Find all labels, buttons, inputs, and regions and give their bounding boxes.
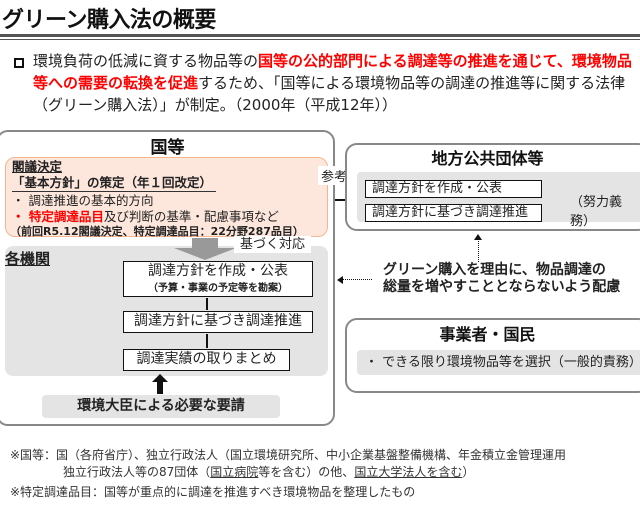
- step-label: 調達方針を作成・公表: [148, 263, 288, 279]
- arrow-head-icon: [474, 234, 482, 240]
- divider: [0, 34, 640, 37]
- effort-duty-label: （努力義務）: [570, 195, 623, 229]
- step-promote: 調達方針に基づき調達推進: [123, 311, 313, 333]
- caution-line: グリーン購入を理由に、物品調達の: [383, 262, 606, 278]
- divider: [0, 39, 640, 40]
- dotted-arrow-left: [342, 279, 372, 280]
- local-step-create: 調達方針を作成・公表: [365, 180, 542, 198]
- basic-policy-label: 「基本方針」の策定（年１回改定）: [12, 174, 217, 192]
- intro-highlight: 国等の公的部門による調達等の推進を通じて、環境物品等への需要の転換を促進: [33, 52, 632, 92]
- footnote-part: 国立病院: [210, 465, 259, 479]
- basic-policy-box: [5, 157, 328, 237]
- kuni-heading: 国等: [150, 138, 185, 158]
- footnote-kuni-cont: 独立行政法人等の87団体（国立病院等を含む）の他、国立大学法人を含む）: [63, 463, 474, 480]
- dotted-arrow-up: [478, 238, 479, 262]
- policy-item-highlight: 特定調達品目: [28, 209, 104, 224]
- local-step-promote: 調達方針に基づき調達推進: [365, 204, 542, 222]
- agencies-heading: 各機関: [5, 250, 51, 268]
- caution-text: グリーン購入を理由に、物品調達の総量を増やすこととならないよう配慮: [383, 262, 620, 296]
- previous-decision-note: （前回R5.12閣議決定、特定調達品目：22分野287品目）: [10, 225, 304, 238]
- step-sublabel: （予算・事業の予定等を勘案）: [148, 283, 288, 294]
- step-create-policy: 調達方針を作成・公表 （予算・事業の予定等を勘案）: [123, 261, 313, 297]
- reference-label: 参考: [318, 166, 351, 185]
- intro-part: するため、「国等による環境物品等の調達の推進等に関する法律（グリーン購入法）」が…: [33, 74, 626, 114]
- page-title: グリーン購入法の概要: [2, 8, 216, 33]
- footnote-part: 独立行政法人等の87団体（: [63, 465, 211, 479]
- down-arrow-icon: [174, 238, 236, 260]
- business-heading: 事業者・国民: [439, 325, 536, 344]
- cabinet-label: 閣議決定: [12, 159, 63, 174]
- footnote-part: ）: [462, 465, 475, 479]
- intro-part: 環境負荷の低減に資する物品等の: [33, 52, 259, 70]
- step-summary: 調達実績の取りまとめ: [123, 349, 290, 371]
- arrow-head-icon: [337, 276, 343, 284]
- arrow-line: [206, 298, 208, 310]
- business-duty: ・ できる限り環境物品等を選択（一般的責務）: [357, 350, 640, 375]
- bullet: ・: [12, 209, 29, 224]
- footnote-kuni: ※国等：国（各府省庁）、独立行政法人（国立環境研究所、中小企業基盤整備機構、年金…: [10, 448, 567, 462]
- policy-item: ・ 調達推進の基本的方向: [12, 193, 154, 208]
- footnote-part: 国立大学法人を含む: [354, 465, 463, 479]
- intro-text: 環境負荷の低減に資する物品等の国等の公的部門による調達等の推進を通じて、環境物品…: [33, 50, 633, 116]
- policy-item: 及び判断の基準・配慮事項など: [103, 209, 279, 224]
- arrow-line: [206, 334, 208, 348]
- local-gov-heading: 地方公共団体等: [431, 149, 544, 168]
- footnote-items: ※特定調達品目：国等が重点的に調達を推進すべき環境物品を整理したもの: [10, 485, 416, 499]
- square-bullet-icon: [14, 58, 24, 68]
- based-label: 基づく対応: [234, 236, 312, 253]
- up-arrow-icon: [152, 374, 168, 394]
- footnote-part: 等を含む）の他、: [258, 465, 355, 479]
- caution-line: 総量を増やすこととならないよう配慮: [383, 279, 621, 295]
- minister-request: 環境大臣による必要な要請: [42, 395, 280, 418]
